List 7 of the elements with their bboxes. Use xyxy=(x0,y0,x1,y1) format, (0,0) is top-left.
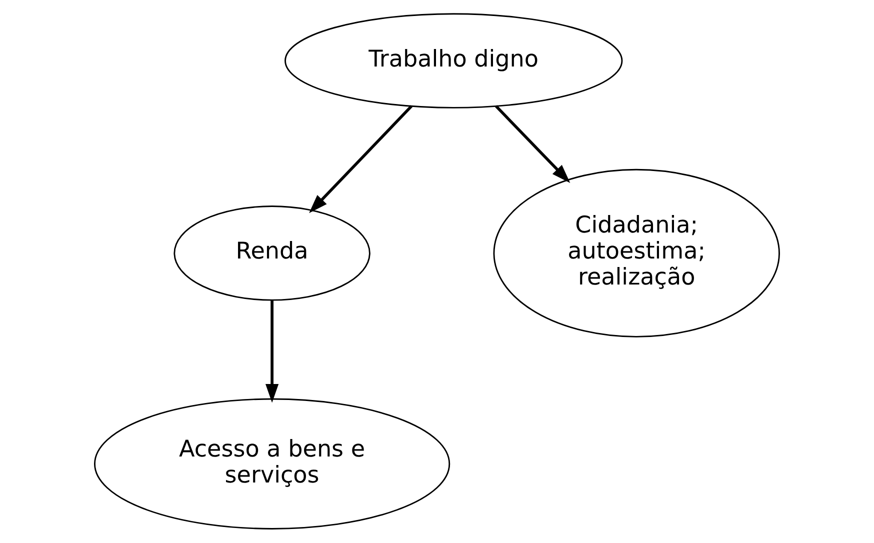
arrow xyxy=(309,105,413,214)
node-ellipse: Trabalho digno xyxy=(284,13,623,108)
node-ellipse: Cidadania; autoestima; realização xyxy=(493,168,780,338)
node-ellipse: Renda xyxy=(174,206,370,301)
arrow xyxy=(495,105,570,183)
arrow xyxy=(265,300,279,403)
node-ellipse: Acesso a bens e serviços xyxy=(94,398,450,530)
